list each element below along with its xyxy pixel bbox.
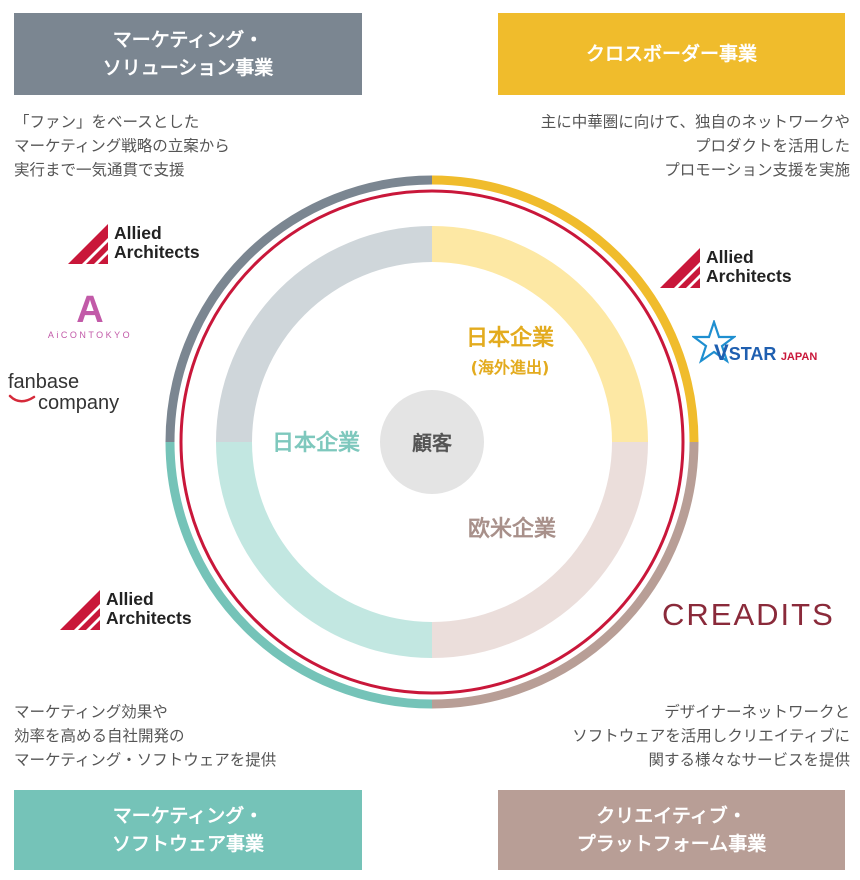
fanbase-smile-icon [8, 394, 36, 403]
creative-platform-description: デザイナーネットワークと ソフトウェアを活用しクリエイティブに 関する様々なサー… [572, 703, 850, 769]
vstar-japan-logo: VSTAR JAPAN [692, 320, 832, 370]
segment-label-japan-overseas-sub: (海外進出) [471, 358, 550, 377]
inner-segment-taupe [432, 442, 648, 658]
allied-architects-mark-icon [60, 590, 100, 630]
center-label: 顧客 [412, 431, 453, 455]
allied-architects-line2: Architects [706, 266, 792, 286]
allied-architects-line2: Architects [114, 242, 200, 262]
inner-segment-teal [216, 442, 432, 658]
vstar-star-icon [692, 320, 736, 364]
outer-arc-marketing-software [165, 441, 433, 709]
outer-arc-creative-platform [431, 441, 699, 709]
allied-architects-line1: Allied [114, 223, 162, 243]
aicon-tokyo-logo: A AiCONTOKYO [30, 290, 150, 350]
vstar-v: V [714, 340, 729, 365]
fanbase-company-logo: fanbase company [8, 372, 148, 422]
marketing-software-title-box: マーケティング・ ソフトウェア事業 [14, 790, 362, 870]
allied-architects-line1: Allied [106, 589, 154, 609]
marketing-software-description: マーケティング効果や 効率を高める自社開発の マーケティング・ソフトウェアを提供 [14, 703, 277, 769]
cross-border-description: 主に中華圏に向けて、独自のネットワークや プロダクトを活用した プロモーション支… [540, 113, 850, 179]
center-circle [380, 390, 484, 494]
allied-architects-logo-bottom-left: Allied Architects [60, 588, 210, 632]
segment-label-japan-overseas: 日本企業 [466, 325, 555, 351]
allied-architects-logo-top-right: Allied Architects [660, 246, 810, 290]
outer-arc-cross-border [431, 175, 699, 443]
red-ring [179, 189, 685, 695]
creadits-logo: CREADITS [662, 597, 835, 632]
marketing-solution-description: 「ファン」をベースとした マーケティング戦略の立案から 実行まで一気通貫で支援 [14, 113, 230, 179]
vstar-star: STAR [728, 344, 777, 364]
aicon-tokyo-mark-icon: A [76, 289, 104, 331]
allied-architects-mark-icon [68, 224, 108, 264]
outer-arc-marketing-solution [165, 175, 433, 443]
segment-label-western: 欧米企業 [468, 516, 557, 542]
marketing-solution-title-box: マーケティング・ ソリューション事業 [14, 13, 362, 95]
allied-architects-mark-icon [660, 248, 700, 288]
fanbase-line2: company [38, 392, 120, 414]
inner-segment-gray [216, 226, 432, 442]
allied-architects-line1: Allied [706, 247, 754, 267]
allied-architects-logo-top-left: Allied Architects [68, 222, 218, 266]
vstar-japan: JAPAN [780, 351, 818, 363]
allied-architects-line2: Architects [106, 608, 192, 628]
creative-platform-title-box: クリエイティブ・ プラットフォーム事業 [498, 790, 845, 870]
inner-segment-yellow [432, 226, 648, 442]
fanbase-line1: fanbase [8, 371, 80, 393]
cross-border-title-box: クロスボーダー事業 [498, 13, 845, 95]
segment-label-japan: 日本企業 [272, 430, 361, 456]
aicon-tokyo-text: AiCONTOKYO [47, 330, 133, 340]
